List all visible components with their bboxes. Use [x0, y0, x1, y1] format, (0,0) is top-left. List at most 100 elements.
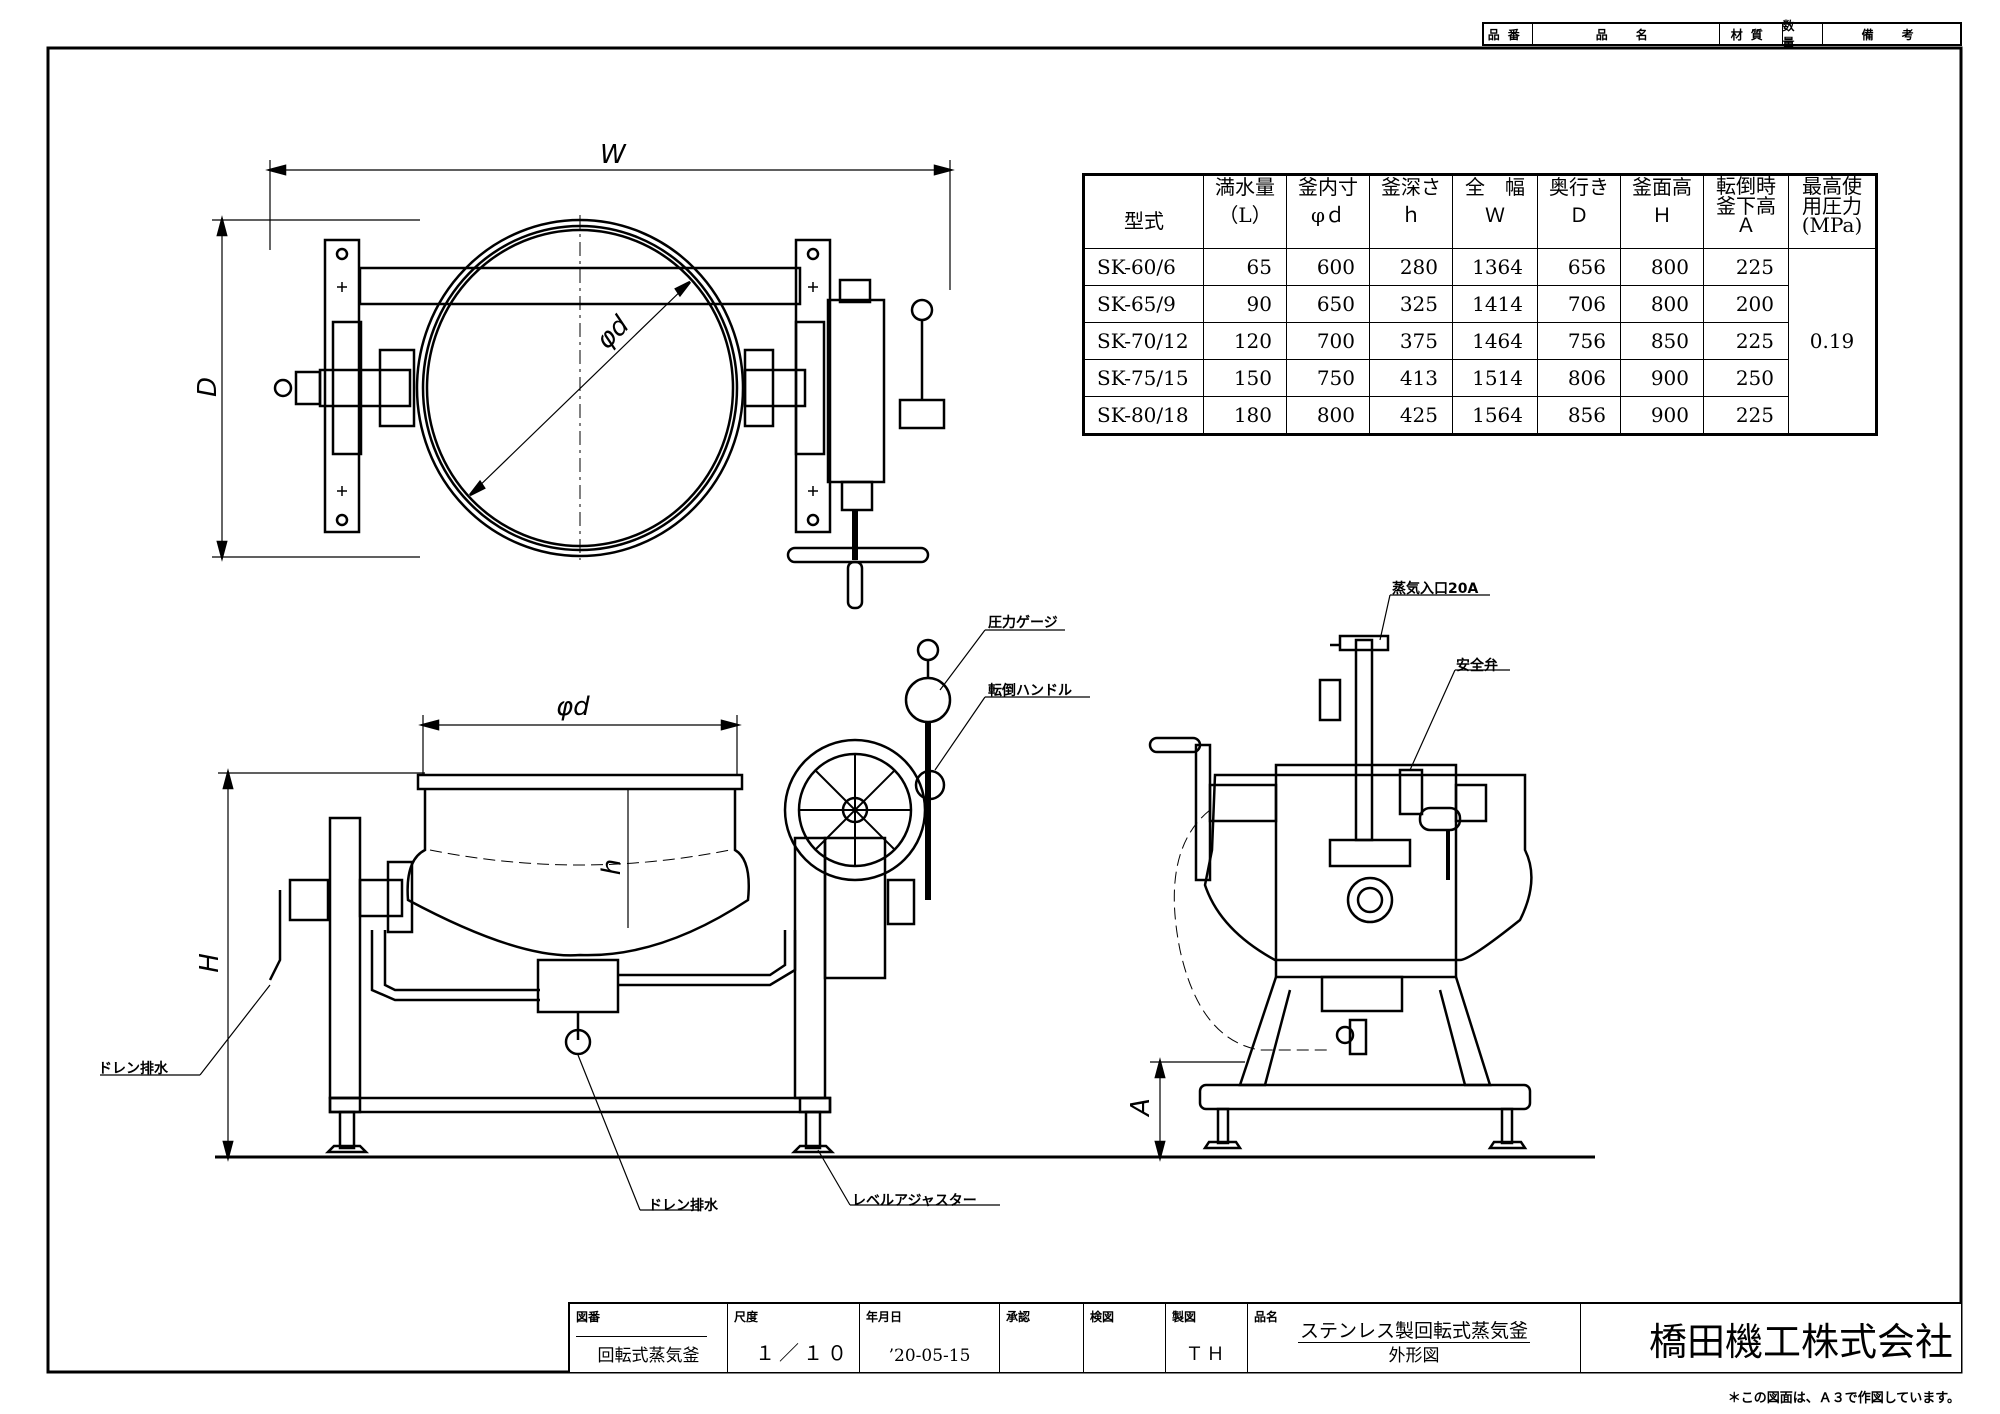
cell-capacity: 90	[1203, 285, 1287, 323]
tb-scale-label: 尺度	[734, 1310, 759, 1324]
dim-h-small-label: h	[597, 858, 628, 876]
front-view	[100, 629, 1595, 1211]
tb-product-label: 品名	[1254, 1310, 1279, 1324]
table-row: SK-65/9 90 650 325 1414 706 800 200	[1083, 285, 1877, 323]
callout-steam-inlet: 蒸気入口20A	[1392, 581, 1479, 597]
tb-date-label: 年月日	[866, 1310, 903, 1324]
cell-capacity: 150	[1203, 359, 1287, 397]
header-width: 全 幅	[1465, 175, 1525, 199]
cell-depth: 325	[1369, 285, 1453, 323]
title-block: 図番 回転式蒸気釜 尺度 １／１０ 年月日 ’20-05-15 承認 検図 製図…	[568, 1302, 1961, 1372]
table-row: SK-75/15 150 750 413 1514 806 900 250	[1083, 359, 1877, 397]
header-max-pressure-unit: (MPa)	[1801, 213, 1863, 237]
cell-width: 1564	[1452, 396, 1538, 435]
dim-phi-d-front-label: φd	[556, 692, 590, 722]
cell-capacity: 65	[1203, 248, 1287, 286]
tb-checked-label: 検図	[1090, 1310, 1115, 1324]
cell-width: 1414	[1452, 285, 1538, 323]
tb-scale: 尺度 １／１０	[728, 1304, 860, 1372]
callout-level-adjuster: レベルアジャスター	[852, 1193, 977, 1209]
cell-depth: 280	[1369, 248, 1453, 286]
header-height-sym: Ｈ	[1652, 203, 1672, 227]
cell-a: 225	[1703, 248, 1789, 286]
tb-drawing-no-value: 回転式蒸気釜	[597, 1346, 700, 1366]
header-depth-sym: ｈ	[1401, 203, 1421, 227]
cell-depth: 375	[1369, 322, 1453, 360]
cell-inner-d: 650	[1286, 285, 1370, 323]
header-tilt-height: 転倒時 釜下高	[1716, 174, 1776, 218]
parts-remarks: 備 考	[1861, 27, 1922, 42]
header-capacity-unit: （L）	[1218, 203, 1272, 227]
cell-model: SK-65/9	[1083, 285, 1204, 323]
tb-checked: 検図	[1084, 1304, 1166, 1372]
cell-depth: 413	[1369, 359, 1453, 397]
table-row: SK-70/12 120 700 375 1464 756 850 225	[1083, 322, 1877, 360]
callout-safety-valve: 安全弁	[1456, 658, 1498, 674]
drawing-frame	[46, 46, 1963, 1374]
tb-product-name: ステンレス製回転式蒸気釜	[1299, 1320, 1528, 1342]
header-width-sym: Ｗ	[1485, 203, 1505, 227]
cell-model: SK-80/18	[1083, 396, 1204, 435]
tb-drawn: 製図 ＴＨ	[1166, 1304, 1248, 1372]
cell-a: 225	[1703, 396, 1789, 435]
callout-tilt-handle: 転倒ハンドル	[988, 683, 1072, 699]
cell-depth-d: 756	[1537, 322, 1621, 360]
dim-d-label: D	[193, 376, 224, 398]
cell-max-pressure: 0.19	[1788, 248, 1877, 435]
tb-drawing-type: 外形図	[1388, 1346, 1440, 1366]
tb-drawing-no-label: 図番	[576, 1310, 601, 1324]
tb-scale-value: １／１０	[755, 1341, 851, 1365]
header-model: 型式	[1124, 209, 1164, 233]
tb-drawn-value: ＴＨ	[1185, 1344, 1228, 1365]
parts-list-header: 品番 品 名 材質 数量 備 考	[1482, 19, 1962, 50]
tb-drawn-label: 製図	[1172, 1310, 1197, 1324]
callout-drain-bottom: ドレン排水	[648, 1198, 718, 1214]
tb-product: 品名 ステンレス製回転式蒸気釜 外形図	[1248, 1304, 1581, 1372]
parts-item-name: 品 名	[1533, 24, 1721, 44]
cell-depth-d: 856	[1537, 396, 1621, 435]
tb-approved-label: 承認	[1006, 1310, 1031, 1324]
header-depth-d: 奥行き	[1549, 175, 1609, 199]
footer-note: ＊この図面は、Ａ３で作図しています。	[1727, 1391, 1960, 1406]
cell-depth: 425	[1369, 396, 1453, 435]
tb-date: 年月日 ’20-05-15	[860, 1304, 1000, 1372]
cell-inner-d: 700	[1286, 322, 1370, 360]
header-inner-d: 釜内寸	[1298, 175, 1358, 199]
cell-width: 1464	[1452, 322, 1538, 360]
table-row: SK-80/18 180 800 425 1564 856 900 225	[1083, 396, 1877, 435]
dim-a-label: A	[1125, 1098, 1156, 1116]
cell-height: 800	[1620, 248, 1704, 286]
tb-company: 橋田機工株式会社	[1581, 1304, 1961, 1372]
cell-width: 1364	[1452, 248, 1538, 286]
cell-inner-d: 750	[1286, 359, 1370, 397]
cell-height: 900	[1620, 396, 1704, 435]
tb-date-value: ’20-05-15	[888, 1346, 971, 1366]
side-view	[1148, 594, 1533, 1162]
cell-capacity: 120	[1203, 322, 1287, 360]
dim-h-big-label: H	[194, 953, 225, 973]
top-view	[212, 160, 955, 610]
cell-a: 225	[1703, 322, 1789, 360]
company-name: 橋田機工株式会社	[1648, 1319, 1953, 1364]
header-height: 釜面高	[1632, 175, 1692, 199]
cell-model: SK-60/6	[1083, 248, 1204, 286]
header-max-pressure: 最高使 用圧力	[1802, 174, 1862, 218]
cell-height: 850	[1620, 322, 1704, 360]
tb-drawing-no: 図番 回転式蒸気釜	[570, 1304, 728, 1372]
cell-model: SK-75/15	[1083, 359, 1204, 397]
cell-capacity: 180	[1203, 396, 1287, 435]
header-depth: 釜深さ	[1381, 175, 1441, 199]
cell-height: 900	[1620, 359, 1704, 397]
parts-material: 材質	[1720, 24, 1783, 44]
table-row: SK-60/6 65 600 280 1364 656 800 225 0.19	[1083, 248, 1877, 435]
cell-a: 250	[1703, 359, 1789, 397]
cell-height: 800	[1620, 285, 1704, 323]
cell-model: SK-70/12	[1083, 322, 1204, 360]
header-capacity: 満水量	[1215, 175, 1275, 199]
callout-pressure-gauge: 圧力ゲージ	[988, 615, 1058, 631]
parts-quantity: 数量	[1783, 19, 1824, 50]
parts-item-no: 品番	[1484, 24, 1533, 44]
header-depth-d-sym: Ｄ	[1569, 203, 1589, 227]
